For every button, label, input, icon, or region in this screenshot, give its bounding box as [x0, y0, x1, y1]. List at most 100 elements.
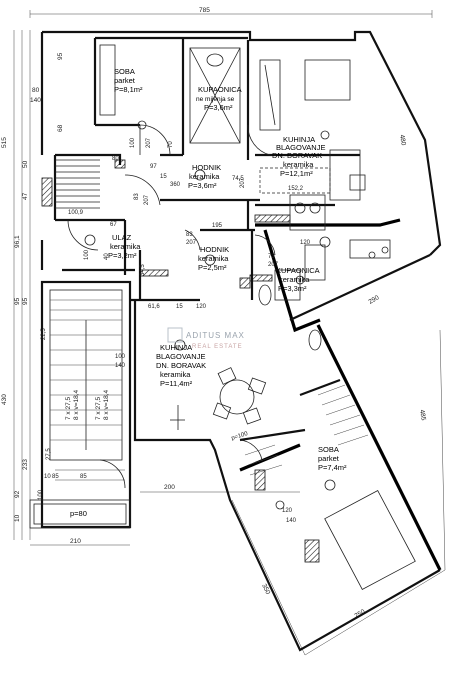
- dim-350: 350: [260, 583, 271, 596]
- stairs-a-rise: 8 x v=18,4: [73, 389, 80, 420]
- room-floor: keramika: [283, 160, 314, 169]
- room-floor: ne mijenja se: [196, 96, 235, 103]
- svg-text:15: 15: [176, 304, 183, 310]
- svg-text:40: 40: [104, 253, 110, 260]
- watermark-sub: REAL ESTATE: [192, 344, 243, 350]
- stairs-labels: 7 x 27,5 8 x v=18,4 7 x 27,5 8 x v=18,4 …: [65, 389, 110, 518]
- room-soba-bottom: SOBA parket P=7,4m²: [318, 445, 347, 472]
- room-name-2: BLAGOVANJE: [276, 143, 325, 152]
- fixtures: [84, 44, 416, 590]
- svg-text:360: 360: [170, 182, 181, 188]
- svg-text:195: 195: [212, 223, 223, 229]
- dim-left-515: 515: [1, 137, 8, 148]
- room-kuhinja-mid: KUHINJA BLAGOVANJE DN. BORAVAK keramika …: [156, 343, 206, 388]
- stairs-a-steps: 7 x 27,5: [65, 396, 72, 420]
- room-floor: parket: [114, 76, 136, 85]
- room-name: HODNIK: [200, 245, 229, 254]
- hatched-walls: [41, 159, 320, 563]
- room-name: SOBA: [318, 445, 339, 454]
- svg-text:22,5: 22,5: [41, 328, 47, 340]
- svg-text:p=100: p=100: [231, 431, 250, 442]
- svg-text:120: 120: [282, 508, 293, 514]
- svg-text:83: 83: [134, 193, 140, 200]
- dim-480: 480: [398, 134, 407, 146]
- svg-text:100,9: 100,9: [68, 210, 84, 216]
- room-floor: keramika: [110, 242, 141, 251]
- stairs: [29, 159, 369, 529]
- dim-left-92: 92: [14, 490, 21, 498]
- dim-200: 200: [164, 484, 175, 491]
- dim-95-top: 95: [57, 52, 64, 60]
- svg-text:120: 120: [300, 240, 311, 246]
- svg-text:207: 207: [186, 240, 197, 246]
- dim-bottom-210: 210: [70, 538, 81, 545]
- svg-text:100: 100: [84, 249, 90, 260]
- dim-left-430: 430: [1, 394, 8, 405]
- svg-text:10: 10: [44, 474, 51, 480]
- svg-text:80: 80: [112, 156, 119, 162]
- dim-140: 140: [30, 97, 41, 104]
- svg-text:34,5: 34,5: [140, 264, 146, 276]
- room-name: KUHINJA: [160, 343, 192, 352]
- room-hodnik-top: HODNIK keramika P=3,6m²: [188, 163, 221, 190]
- svg-text:73: 73: [268, 254, 275, 260]
- dim-left-95a: 95: [14, 297, 21, 305]
- svg-text:140: 140: [115, 363, 126, 369]
- room-area: P=2,5m²: [198, 263, 227, 272]
- doors: [67, 124, 276, 489]
- walls: [40, 30, 442, 652]
- dim-250: 250: [354, 608, 367, 620]
- room-floor: keramika: [189, 172, 220, 181]
- dim-left-95b: 95: [22, 297, 29, 305]
- svg-text:67: 67: [110, 222, 117, 228]
- room-ulaz: ULAZ keramika P=3,2m²: [108, 233, 141, 260]
- svg-text:100: 100: [130, 137, 136, 148]
- room-floor: keramika: [198, 254, 229, 263]
- svg-text:207: 207: [268, 262, 279, 268]
- room-area: P=3,6m²: [188, 181, 217, 190]
- svg-text:15: 15: [160, 174, 167, 180]
- room-area: P=3,3m²: [278, 284, 307, 293]
- dim-left-10: 10: [14, 514, 21, 522]
- svg-text:100: 100: [115, 354, 126, 360]
- dim-left-96: 96,1: [14, 235, 21, 248]
- room-name: ULAZ: [112, 233, 132, 242]
- svg-text:140: 140: [286, 518, 297, 524]
- inner-dimensions: 100 207 70 97 80 15 360 74,5 207 152,2 8…: [38, 137, 311, 524]
- room-name: KUPAONICA: [198, 85, 242, 94]
- room-area: P=12,1m²: [280, 169, 313, 178]
- svg-text:120: 120: [196, 304, 207, 310]
- svg-text:207: 207: [240, 177, 246, 188]
- dim-left-233: 233: [22, 459, 29, 470]
- svg-text:85: 85: [52, 474, 59, 480]
- svg-text:152,2: 152,2: [288, 186, 304, 192]
- room-floor: parket: [318, 454, 340, 463]
- room-area: P=7,4m²: [318, 463, 347, 472]
- dim-80: 80: [32, 87, 40, 94]
- room-floor: keramika: [279, 275, 310, 284]
- room-name: KUHINJA: [283, 135, 315, 144]
- balcony-area: p=80: [70, 509, 87, 518]
- room-name: SOBA: [114, 67, 135, 76]
- svg-text:83: 83: [186, 232, 193, 238]
- watermark: ADITUS MAX REAL ESTATE: [167, 327, 245, 350]
- room-name-2: BLAGOVANJE: [156, 352, 205, 361]
- room-kupaonica-mid: KUPAONICA keramika P=3,3m²: [276, 266, 320, 293]
- room-hodnik-mid: HODNIK keramika P=2,5m²: [198, 245, 229, 272]
- dim-290: 290: [368, 294, 381, 306]
- svg-text:70: 70: [168, 141, 174, 148]
- svg-text:207: 207: [146, 137, 152, 148]
- dim-left-47: 47: [22, 192, 29, 200]
- room-name: HODNIK: [192, 163, 221, 172]
- stairs-b-steps: 7 x 27,5: [95, 396, 102, 420]
- dim-top-total: 785: [199, 7, 210, 14]
- svg-text:207: 207: [144, 194, 150, 205]
- svg-text:27,5: 27,5: [46, 448, 52, 460]
- svg-text:85: 85: [80, 474, 87, 480]
- watermark-brand: ADITUS MAX: [186, 331, 245, 340]
- room-floor: keramika: [160, 370, 191, 379]
- dim-485: 485: [418, 409, 427, 421]
- room-name-3: DN. BORAVAK: [272, 151, 322, 160]
- stairs-b-rise: 8 x v=18,4: [103, 389, 110, 420]
